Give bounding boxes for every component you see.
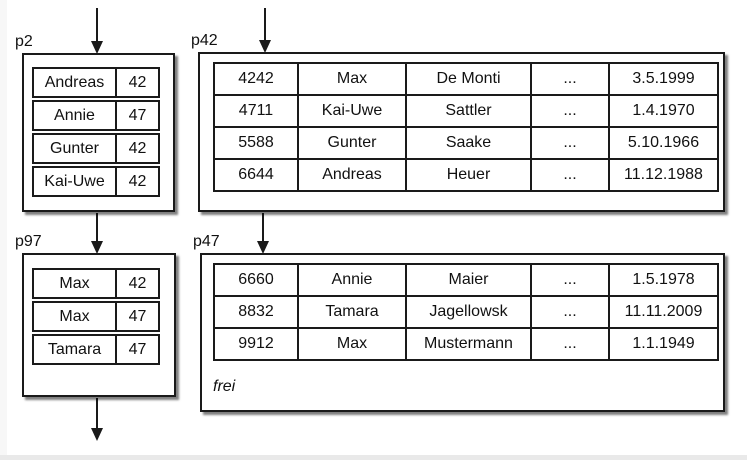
cell-date: 5.10.1966 <box>608 126 719 160</box>
table-row: 5588 Gunter Saake ... 5.10.1966 <box>213 126 719 160</box>
arrow-shaft <box>96 398 98 428</box>
page-edge-bottom <box>0 455 747 460</box>
cell-id: 4711 <box>213 94 299 128</box>
table-row: 6660 Annie Maier ... 1.5.1978 <box>213 263 719 297</box>
cell-ellipsis: ... <box>530 62 610 96</box>
page-label-p97: p97 <box>15 233 42 250</box>
table-row: Max 47 <box>32 301 160 332</box>
table-row: Max 42 <box>32 268 160 299</box>
cell-value: 42 <box>115 67 160 98</box>
index-table-p2: Andreas 42 Annie 47 Gunter 42 Kai-Uwe 42 <box>32 67 160 199</box>
table-row: Andreas 42 <box>32 67 160 98</box>
cell-firstname: Max <box>297 327 407 361</box>
cell-lastname: Jagellowsk <box>405 295 532 329</box>
arrow-out-of-p97-icon <box>91 398 103 441</box>
cell-id: 5588 <box>213 126 299 160</box>
cell-ellipsis: ... <box>530 295 610 329</box>
cell-date: 11.12.1988 <box>608 158 719 192</box>
page-box-p2: p2 Andreas 42 Annie 47 Gunter 42 Kai-Uwe… <box>15 34 175 212</box>
table-row: Annie 47 <box>32 100 160 131</box>
table-row: Gunter 42 <box>32 133 160 164</box>
cell-lastname: De Monti <box>405 62 532 96</box>
arrow-p42-to-p47-icon <box>257 213 269 254</box>
table-row: Tamara 47 <box>32 334 160 365</box>
cell-id: 8832 <box>213 295 299 329</box>
cell-name: Annie <box>32 100 117 131</box>
page-box-p97: p97 Max 42 Max 47 Tamara 47 <box>15 234 176 397</box>
cell-lastname: Mustermann <box>405 327 532 361</box>
index-table-p97: Max 42 Max 47 Tamara 47 <box>32 268 160 367</box>
cell-value: 47 <box>115 100 160 131</box>
cell-name: Max <box>32 268 117 299</box>
cell-value: 42 <box>115 133 160 164</box>
cell-lastname: Maier <box>405 263 532 297</box>
arrow-shaft <box>96 213 98 241</box>
cell-ellipsis: ... <box>530 263 610 297</box>
cell-value: 47 <box>115 301 160 332</box>
cell-firstname: Kai-Uwe <box>297 94 407 128</box>
cell-ellipsis: ... <box>530 327 610 361</box>
arrow-p2-to-p97-icon <box>91 213 103 254</box>
arrow-shaft <box>262 213 264 241</box>
table-row: 6644 Andreas Heuer ... 11.12.1988 <box>213 158 719 192</box>
table-row: 4242 Max De Monti ... 3.5.1999 <box>213 62 719 96</box>
arrow-head <box>257 241 269 254</box>
cell-value: 47 <box>115 334 160 365</box>
page-label-p47: p47 <box>193 233 220 250</box>
cell-name: Max <box>32 301 117 332</box>
cell-firstname: Max <box>297 62 407 96</box>
cell-id: 4242 <box>213 62 299 96</box>
cell-lastname: Heuer <box>405 158 532 192</box>
free-space-label: frei <box>213 378 236 395</box>
arrow-head <box>91 428 103 441</box>
cell-name: Gunter <box>32 133 117 164</box>
cell-lastname: Saake <box>405 126 532 160</box>
arrow-into-p42-icon <box>259 8 271 53</box>
cell-ellipsis: ... <box>530 126 610 160</box>
cell-value: 42 <box>115 268 160 299</box>
page-box-p42: p42 4242 Max De Monti ... 3.5.1999 4711 … <box>191 33 725 212</box>
cell-ellipsis: ... <box>530 94 610 128</box>
cell-firstname: Gunter <box>297 126 407 160</box>
table-row: 9912 Max Mustermann ... 1.1.1949 <box>213 327 719 361</box>
arrow-shaft <box>264 8 266 40</box>
arrow-into-p2-icon <box>91 8 103 54</box>
page-label-p2: p2 <box>15 33 33 50</box>
cell-firstname: Tamara <box>297 295 407 329</box>
cell-date: 3.5.1999 <box>608 62 719 96</box>
cell-id: 6644 <box>213 158 299 192</box>
arrow-head <box>91 41 103 54</box>
cell-date: 1.1.1949 <box>608 327 719 361</box>
cell-value: 42 <box>115 166 160 197</box>
table-row: 4711 Kai-Uwe Sattler ... 1.4.1970 <box>213 94 719 128</box>
arrow-head <box>91 241 103 254</box>
cell-date: 11.11.2009 <box>608 295 719 329</box>
cell-date: 1.5.1978 <box>608 263 719 297</box>
cell-name: Kai-Uwe <box>32 166 117 197</box>
page-box-p47: p47 6660 Annie Maier ... 1.5.1978 8832 T… <box>193 234 725 412</box>
cell-ellipsis: ... <box>530 158 610 192</box>
cell-name: Tamara <box>32 334 117 365</box>
cell-date: 1.4.1970 <box>608 94 719 128</box>
cell-id: 6660 <box>213 263 299 297</box>
cell-firstname: Annie <box>297 263 407 297</box>
cell-id: 9912 <box>213 327 299 361</box>
arrow-shaft <box>96 8 98 41</box>
page-edge-left <box>0 0 7 460</box>
record-table-p47: 6660 Annie Maier ... 1.5.1978 8832 Tamar… <box>213 263 719 361</box>
page-label-p42: p42 <box>191 32 218 49</box>
table-row: 8832 Tamara Jagellowsk ... 11.11.2009 <box>213 295 719 329</box>
arrow-head <box>259 40 271 53</box>
table-row: Kai-Uwe 42 <box>32 166 160 197</box>
cell-firstname: Andreas <box>297 158 407 192</box>
cell-name: Andreas <box>32 67 117 98</box>
cell-lastname: Sattler <box>405 94 532 128</box>
record-table-p42: 4242 Max De Monti ... 3.5.1999 4711 Kai-… <box>213 62 719 192</box>
